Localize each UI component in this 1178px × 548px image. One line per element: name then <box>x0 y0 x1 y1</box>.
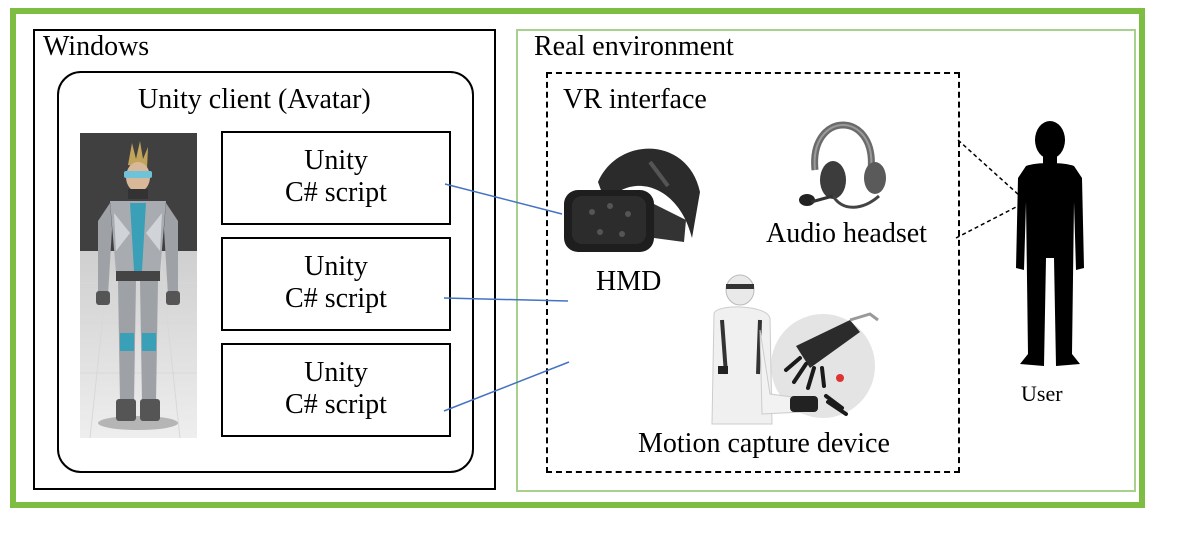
unity-script-box-3: Unity C# script <box>221 343 451 437</box>
unity-script-box-2: Unity C# script <box>221 237 451 331</box>
user-silhouette-icon <box>1016 121 1084 366</box>
unity-script-box-1: Unity C# script <box>221 131 451 225</box>
script-line-unity: Unity <box>304 251 368 282</box>
real-environment-box <box>516 29 1136 492</box>
windows-box <box>33 29 496 490</box>
audio-headset-icon <box>799 121 886 209</box>
user-label: User <box>1021 381 1063 406</box>
unity-client-box <box>57 71 474 473</box>
hmd-label: HMD <box>596 266 662 297</box>
windows-title: Windows <box>43 31 150 62</box>
unity-client-title: Unity client (Avatar) <box>138 84 371 115</box>
script-line-csharp: C# script <box>285 283 387 314</box>
script-line-unity: Unity <box>304 357 368 388</box>
outer-frame <box>10 8 1145 508</box>
script-line-csharp: C# script <box>285 177 387 208</box>
script-line-csharp: C# script <box>285 389 387 420</box>
real-environment-title: Real environment <box>534 31 734 62</box>
vr-interface-title: VR interface <box>563 84 707 115</box>
avatar-image <box>80 133 197 438</box>
hmd-device-icon <box>564 148 700 252</box>
vr-interface-box <box>546 72 960 473</box>
script-line-unity: Unity <box>304 145 368 176</box>
motion-capture-device-icon <box>711 274 879 425</box>
audio-headset-label: Audio headset <box>766 218 927 249</box>
motion-capture-label: Motion capture device <box>638 428 890 459</box>
